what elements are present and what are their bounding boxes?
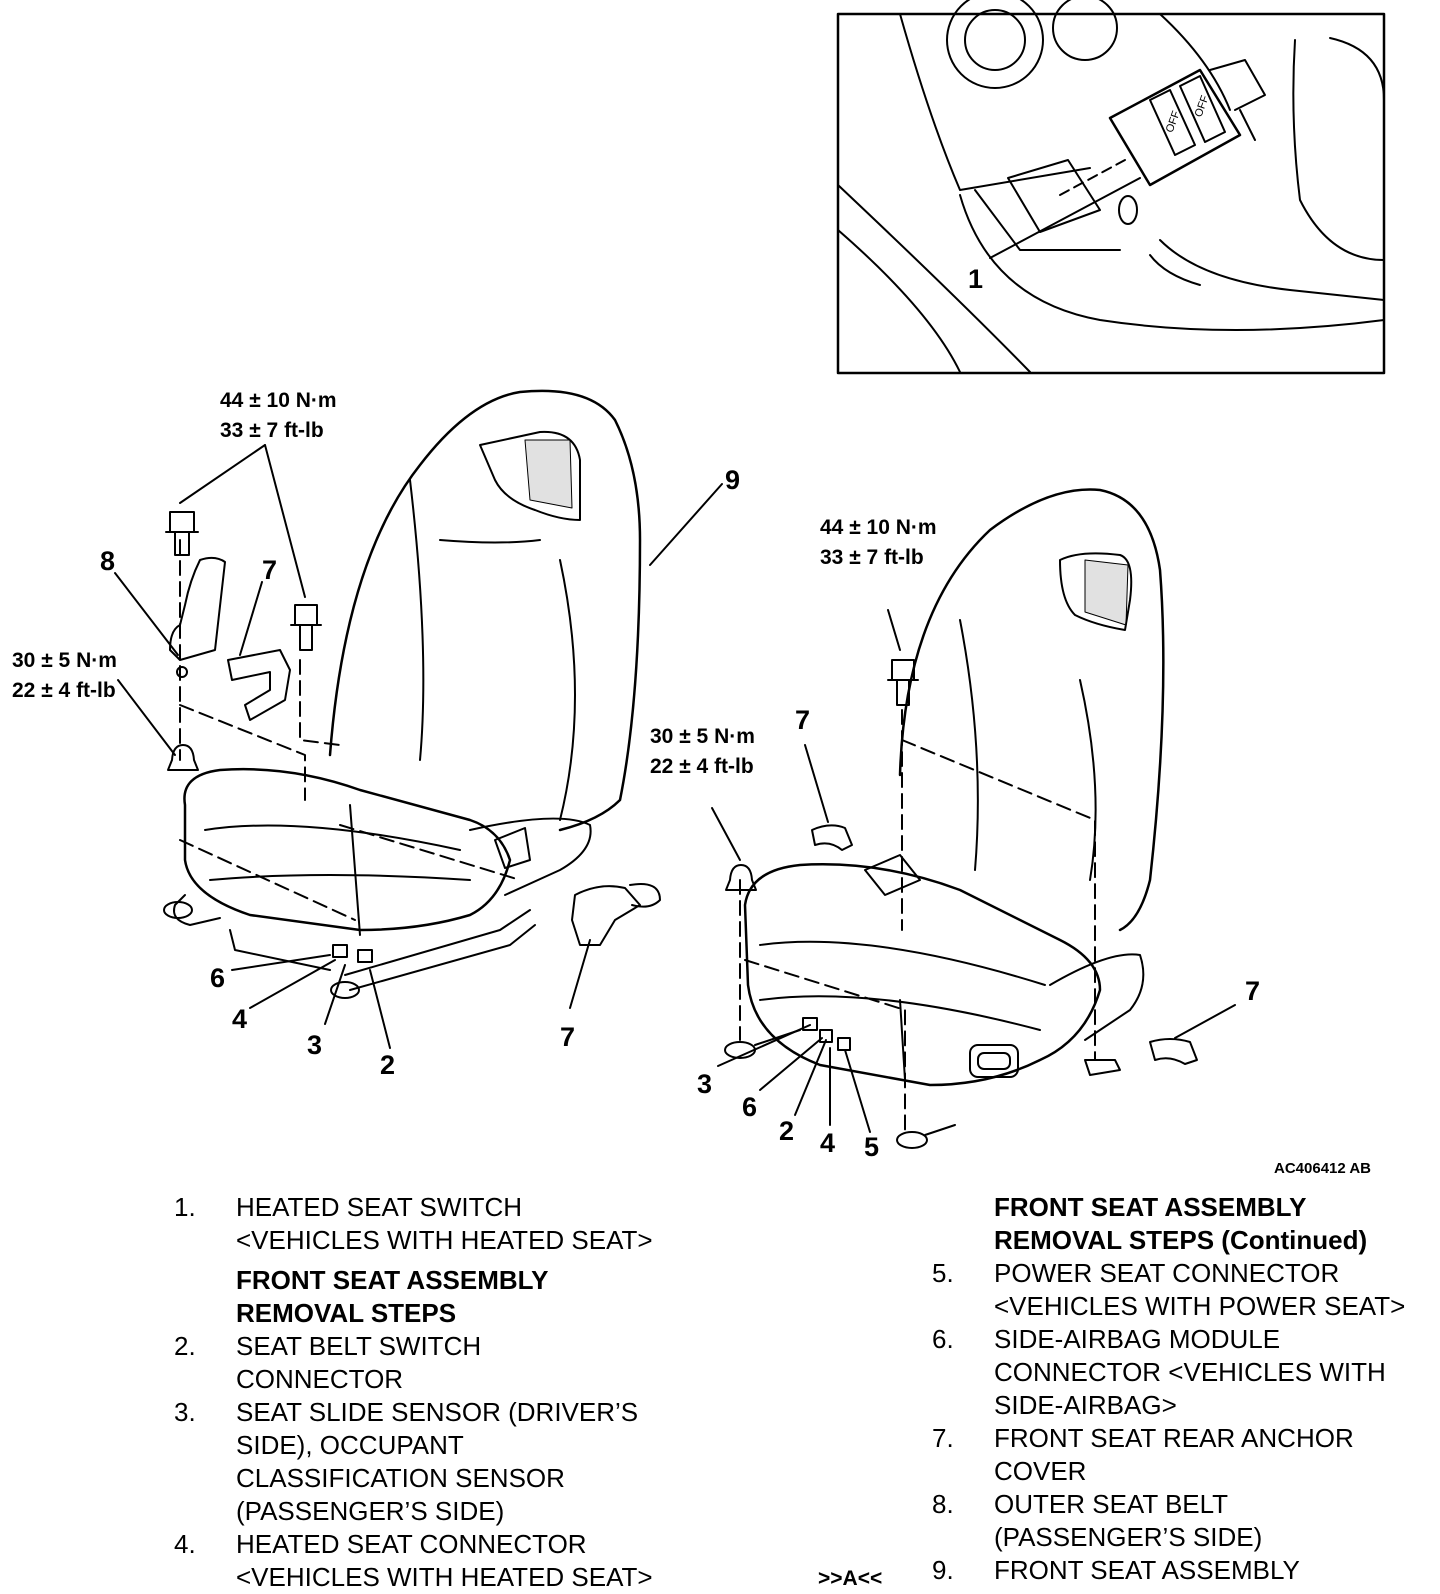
right-seat-drawing: [711, 488, 1236, 1149]
legend-num: 9.: [932, 1555, 954, 1585]
inset-switch-view: OFF OFF: [836, 0, 1386, 375]
legend-text: SEAT BELT SWITCH: [236, 1331, 482, 1361]
legend-header-text: REMOVAL STEPS: [236, 1298, 457, 1328]
label-2-left: 2: [380, 1050, 396, 1080]
legend-text: <VEHICLES WITH POWER SEAT>: [994, 1291, 1406, 1321]
legend-text: (PASSENGER’S SIDE): [994, 1522, 1263, 1552]
torque-nm: 30 ± 5 N·m: [12, 649, 117, 672]
legend-header: FRONT SEAT ASSEMBLY REMOVAL STEPS (Conti…: [932, 1191, 1405, 1257]
legend-item-4: 4. HEATED SEAT CONNECTOR <VEHICLES WITH …: [174, 1528, 653, 1594]
legend-num: 8.: [932, 1489, 954, 1519]
legend-num: 1.: [174, 1192, 196, 1222]
label-7-right-upper: 7: [795, 705, 811, 735]
legend-item-9: 9. FRONT SEAT ASSEMBLY: [932, 1554, 1405, 1587]
legend-text: <VEHICLES WITH HEATED SEAT>: [236, 1562, 653, 1592]
svg-text:OFF: OFF: [1193, 94, 1212, 119]
figure-id: AC406412 AB: [1274, 1160, 1371, 1177]
legend-text: CONNECTOR <VEHICLES WITH: [994, 1357, 1386, 1387]
label-7-left-lower: 7: [560, 1022, 576, 1052]
label-7-left-upper: 7: [262, 555, 278, 585]
legend-item-5: 5. POWER SEAT CONNECTOR <VEHICLES WITH P…: [932, 1257, 1405, 1323]
label-2-right: 2: [779, 1116, 795, 1146]
legend-header-text: FRONT SEAT ASSEMBLY: [994, 1192, 1307, 1222]
legend-num: 4.: [174, 1529, 196, 1559]
torque-nm: 44 ± 10 N·m: [220, 389, 337, 412]
legend-text: OUTER SEAT BELT: [994, 1489, 1229, 1519]
legend-num: 5.: [932, 1258, 954, 1288]
torque-nm: 44 ± 10 N·m: [820, 516, 937, 539]
label-5-right: 5: [864, 1132, 880, 1162]
label-9-left: 9: [725, 465, 741, 495]
legend-num: 2.: [174, 1331, 196, 1361]
label-3-right: 3: [697, 1069, 713, 1099]
legend-left: 1. HEATED SEAT SWITCH <VEHICLES WITH HEA…: [174, 1191, 653, 1594]
legend-text: <VEHICLES WITH HEATED SEAT>: [236, 1225, 653, 1255]
torque-left-lower: 30 ± 5 N·m 22 ± 4 ft-lb: [12, 646, 117, 706]
legend-text: SEAT SLIDE SENSOR (DRIVER’S: [236, 1397, 639, 1427]
legend-header-text: REMOVAL STEPS (Continued): [994, 1225, 1368, 1255]
legend-text: FRONT SEAT REAR ANCHOR: [994, 1423, 1354, 1453]
legend-text: SIDE-AIRBAG MODULE: [994, 1324, 1281, 1354]
procedure-marker-a: >>A<<: [818, 1567, 883, 1590]
torque-ftlb: 33 ± 7 ft-lb: [820, 546, 924, 569]
label-6-right: 6: [742, 1092, 758, 1122]
legend-text: COVER: [994, 1456, 1087, 1486]
legend-text: HEATED SEAT CONNECTOR: [236, 1529, 587, 1559]
torque-ftlb: 22 ± 4 ft-lb: [650, 755, 754, 778]
svg-text:OFF: OFF: [1164, 109, 1183, 134]
legend-text: (PASSENGER’S SIDE): [236, 1496, 505, 1526]
legend-text: HEATED SEAT SWITCH: [236, 1192, 523, 1222]
legend-header: FRONT SEAT ASSEMBLY REMOVAL STEPS: [174, 1264, 653, 1330]
legend-num: 7.: [932, 1423, 954, 1453]
legend-item-3: 3. SEAT SLIDE SENSOR (DRIVER’S SIDE), OC…: [174, 1396, 653, 1528]
legend-text: CONNECTOR: [236, 1364, 404, 1394]
legend-right: FRONT SEAT ASSEMBLY REMOVAL STEPS (Conti…: [932, 1191, 1405, 1587]
torque-right-lower: 30 ± 5 N·m 22 ± 4 ft-lb: [650, 722, 755, 782]
legend-text: FRONT SEAT ASSEMBLY: [994, 1555, 1300, 1585]
legend-text: SIDE), OCCUPANT: [236, 1430, 464, 1460]
torque-right-upper: 44 ± 10 N·m 33 ± 7 ft-lb: [820, 513, 937, 573]
label-4-left: 4: [232, 1004, 248, 1034]
label-7-right-lower: 7: [1245, 976, 1261, 1006]
left-seat-drawing: [114, 389, 723, 1049]
legend-text: SIDE-AIRBAG>: [994, 1390, 1177, 1420]
legend-text: POWER SEAT CONNECTOR: [994, 1258, 1340, 1288]
torque-nm: 30 ± 5 N·m: [650, 725, 755, 748]
legend-num: 6.: [932, 1324, 954, 1354]
label-3-left: 3: [307, 1030, 323, 1060]
label-8-left: 8: [100, 546, 116, 576]
label-4-right: 4: [820, 1128, 836, 1158]
legend-item-2: 2. SEAT BELT SWITCH CONNECTOR: [174, 1330, 653, 1396]
legend-item-6: 6. SIDE-AIRBAG MODULE CONNECTOR <VEHICLE…: [932, 1323, 1405, 1422]
legend-text: CLASSIFICATION SENSOR: [236, 1463, 565, 1493]
label-1-inset: 1: [968, 264, 984, 294]
torque-ftlb: 33 ± 7 ft-lb: [220, 419, 324, 442]
legend-num: 3.: [174, 1397, 196, 1427]
label-6-left: 6: [210, 963, 226, 993]
legend-item-8: 8. OUTER SEAT BELT (PASSENGER’S SIDE): [932, 1488, 1405, 1554]
torque-ftlb: 22 ± 4 ft-lb: [12, 679, 116, 702]
legend-item-1: 1. HEATED SEAT SWITCH <VEHICLES WITH HEA…: [174, 1191, 653, 1257]
legend-header-text: FRONT SEAT ASSEMBLY: [236, 1265, 549, 1295]
torque-left-upper: 44 ± 10 N·m 33 ± 7 ft-lb: [220, 386, 337, 446]
legend-item-7: 7. FRONT SEAT REAR ANCHOR COVER: [932, 1422, 1405, 1488]
